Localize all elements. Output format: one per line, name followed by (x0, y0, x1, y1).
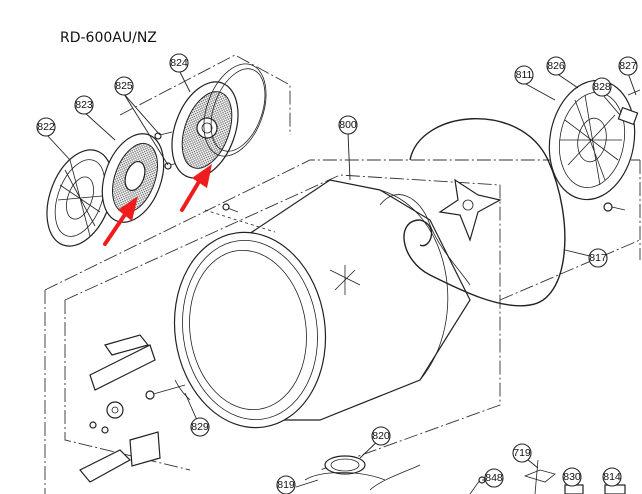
callout-811: 811 (514, 65, 534, 85)
svg-text:829: 829 (191, 421, 209, 433)
svg-text:825: 825 (115, 80, 133, 92)
svg-text:827: 827 (619, 60, 637, 72)
svg-text:822: 822 (37, 121, 55, 133)
part-811-drive-fan (548, 79, 636, 201)
svg-text:719: 719 (513, 447, 531, 459)
callout-825: 825 (114, 76, 134, 96)
highlight-arrows (103, 164, 212, 246)
svg-text:823: 823 (75, 99, 93, 111)
callout-814: 814 (602, 467, 622, 487)
part-829-front-bracket (79, 334, 191, 483)
drum-screw (222, 203, 239, 213)
highlight-arrow-filter (103, 211, 128, 246)
model-label: RD-600AU/NZ (60, 30, 157, 46)
callout-829: 829 (190, 417, 210, 437)
callout-819: 819 (276, 475, 296, 494)
part-820-819-fittings (304, 455, 421, 491)
svg-text:830: 830 (563, 471, 581, 483)
callout-823: 823 (74, 95, 94, 115)
svg-text:817: 817 (589, 252, 607, 264)
highlight-arrow-housing (180, 178, 202, 212)
callout-822: 822 (36, 117, 56, 137)
part-823-filter-plate (101, 133, 165, 223)
drum-shaft-plate (438, 178, 502, 242)
svg-text:800: 800 (339, 119, 357, 131)
part-824-bearing-housing (171, 63, 267, 179)
callout-827: 827 (618, 56, 638, 76)
callout-824: 824 (169, 53, 189, 73)
svg-text:814: 814 (603, 471, 621, 483)
part-817-drive-belt (379, 117, 566, 307)
arrowhead-housing (192, 164, 212, 188)
svg-text:819: 819 (277, 479, 295, 491)
svg-text:820: 820 (372, 430, 390, 442)
callout-719: 719 (512, 443, 532, 463)
callout-828: 828 (592, 77, 612, 97)
svg-text:826: 826 (547, 60, 565, 72)
callout-848: 848 (484, 468, 504, 488)
svg-text:848: 848 (485, 472, 503, 484)
svg-text:811: 811 (516, 69, 533, 81)
part-828-827-hardware (603, 89, 641, 212)
svg-text:824: 824 (170, 57, 188, 69)
callout-830: 830 (562, 467, 582, 487)
part-800-drum (173, 179, 471, 429)
part-822-fan-cover (46, 149, 114, 247)
callout-826: 826 (546, 56, 566, 76)
callout-800: 800 (338, 115, 358, 135)
arrowhead-filter (118, 196, 138, 221)
callout-820: 820 (371, 426, 391, 446)
callout-817: 817 (588, 248, 608, 268)
svg-text:828: 828 (593, 81, 611, 93)
